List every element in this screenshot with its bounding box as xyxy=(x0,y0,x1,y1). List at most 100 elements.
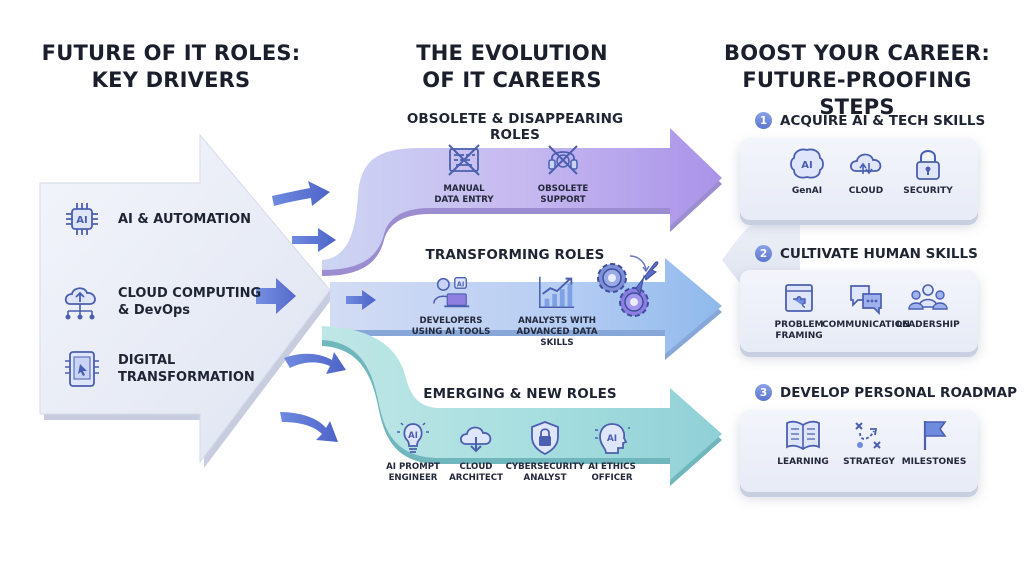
skill-label-line: COMMUNICATION xyxy=(822,320,910,330)
flag-icon xyxy=(914,416,954,454)
role-label-line: AI PROMPT xyxy=(386,462,440,472)
skill-problem-framing: PROBLEM FRAMING xyxy=(762,279,836,342)
role-label-line: ENGINEER xyxy=(388,473,438,483)
role-label-line: ANALYSTS WITH xyxy=(518,316,596,326)
strategy-play-icon xyxy=(849,416,889,454)
driver-label-line: CLOUD COMPUTING xyxy=(118,286,262,301)
drivers-big-arrow xyxy=(39,133,331,464)
career-column-title: BOOST YOUR CAREER: FUTURE-PROOFING STEPS xyxy=(712,40,1002,121)
step-number-badge: 1 xyxy=(755,112,772,129)
role-label-line: SUPPORT xyxy=(540,195,586,205)
ai-lightbulb-icon: AI xyxy=(392,418,434,458)
flow-arrow-bottom xyxy=(280,352,346,442)
role-ai-prompt-engineer: AI AI PROMPT ENGINEER xyxy=(358,418,468,484)
team-icon xyxy=(908,279,948,317)
driver-label-line: DIGITAL xyxy=(118,353,176,368)
role-manual-data-entry: MANUAL DATA ENTRY xyxy=(409,140,519,206)
growth-chart-icon xyxy=(536,272,578,312)
evolution-title-line-1: THE EVOLUTION xyxy=(416,41,608,65)
drivers-column-title: FUTURE OF IT ROLES: KEY DRIVERS xyxy=(40,40,302,94)
skill-label-line: CLOUD xyxy=(848,186,884,196)
role-label-line: ARCHITECT xyxy=(449,473,503,483)
skill-learning: LEARNING xyxy=(766,416,840,468)
career-title-line-2: FUTURE-PROOFING STEPS xyxy=(742,68,972,119)
step-2-header: 2 CULTIVATE HUMAN SKILLS xyxy=(755,245,978,262)
evolution-title-line-2: OF IT CAREERS xyxy=(422,68,602,92)
step-3-header: 3 DEVELOP PERSONAL ROADMAP xyxy=(755,384,1017,401)
drivers-title-line-1: FUTURE OF IT ROLES: xyxy=(41,41,301,65)
role-label-line: USING AI TOOLS xyxy=(411,327,491,337)
skill-label-line: GenAI xyxy=(791,186,823,196)
role-label-line: DEVELOPERS xyxy=(419,316,483,326)
role-cybersecurity-analyst: CYBERSECURITY ANALYST xyxy=(490,418,600,484)
driver-label-line: & DevOps xyxy=(118,303,191,318)
driver-ai-automation: AI AI & AUTOMATION xyxy=(60,197,251,241)
driver-label: CLOUD COMPUTING & DevOps xyxy=(118,285,261,319)
step-title: CULTIVATE HUMAN SKILLS xyxy=(780,245,978,262)
role-obsolete-support: OBSOLETE SUPPORT xyxy=(508,140,618,206)
skill-security: SECURITY xyxy=(891,145,965,197)
role-label-line: DATA ENTRY xyxy=(434,195,494,205)
skill-communication: COMMUNICATION xyxy=(822,279,910,331)
svg-text:AI: AI xyxy=(408,431,418,441)
puzzle-window-icon xyxy=(779,279,819,317)
skill-label-line: FRAMING xyxy=(775,331,823,341)
chat-bubbles-icon xyxy=(846,279,886,317)
step-title: ACQUIRE AI & TECH SKILLS xyxy=(780,112,986,129)
step-1-header: 1 ACQUIRE AI & TECH SKILLS xyxy=(755,112,985,129)
driver-label-line: AI & AUTOMATION xyxy=(118,211,252,227)
ai-head-icon: AI xyxy=(591,418,633,458)
skill-label-line: MILESTONES xyxy=(901,457,967,467)
skill-label-line: STRATEGY xyxy=(843,457,895,467)
driver-label: AI & AUTOMATION xyxy=(118,211,251,228)
cloud-download-icon xyxy=(455,418,497,458)
svg-text:AI: AI xyxy=(457,280,465,288)
role-analysts-data-skills: ANALYSTS WITH ADVANCED DATA SKILLS xyxy=(502,272,612,349)
skill-leadership: LEADERSHIP xyxy=(891,279,965,331)
skill-cloud: CLOUD xyxy=(829,145,903,197)
role-label-line: MANUAL xyxy=(443,184,485,194)
step-number-badge: 2 xyxy=(755,245,772,262)
driver-label-line: TRANSFORMATION xyxy=(118,370,255,385)
crossed-keyboard-icon xyxy=(443,140,485,180)
skill-label-line: SECURITY xyxy=(903,186,953,196)
role-cloud-architect: CLOUD ARCHITECT xyxy=(421,418,531,484)
skill-milestones: MILESTONES xyxy=(897,416,971,468)
developer-laptop-icon: AI xyxy=(430,272,472,312)
drivers-title-line-2: KEY DRIVERS xyxy=(91,68,251,92)
step-title: DEVELOP PERSONAL ROADMAP xyxy=(780,384,1017,401)
skill-label-line: LEADERSHIP xyxy=(896,320,960,330)
obsolete-roles-title: OBSOLETE & DISAPPEARING ROLES xyxy=(406,111,624,143)
cloud-sync-icon xyxy=(846,145,886,183)
ai-brain-icon: AI xyxy=(787,145,827,183)
emerging-roles-title: EMERGING & NEW ROLES xyxy=(423,386,617,402)
role-label-line: OBSOLETE xyxy=(537,184,589,194)
skill-strategy: STRATEGY xyxy=(832,416,906,468)
evolution-column-title: THE EVOLUTION OF IT CAREERS xyxy=(392,40,632,94)
skill-label-line: LEARNING xyxy=(777,457,829,467)
role-label-line: CLOUD xyxy=(459,462,493,472)
svg-text:AI: AI xyxy=(607,434,617,444)
role-label-line: CYBERSECURITY xyxy=(505,462,585,472)
skill-label-line: PROBLEM xyxy=(774,320,824,330)
tablet-cursor-icon xyxy=(60,347,104,391)
role-label-line: ADVANCED DATA SKILLS xyxy=(516,327,598,348)
role-ai-ethics-officer: AI AI ETHICS OFFICER xyxy=(557,418,667,484)
career-title-line-1: BOOST YOUR CAREER: xyxy=(723,41,990,65)
cloud-network-icon xyxy=(60,280,104,324)
obsolete-roles-band xyxy=(322,128,722,270)
step-2-card xyxy=(740,270,978,352)
flow-arrow-top xyxy=(272,181,336,252)
role-developers-ai-tools: AI DEVELOPERS USING AI TOOLS xyxy=(396,272,506,338)
gears-wrench-icon xyxy=(590,250,662,328)
role-label-line: ANALYST xyxy=(523,473,567,483)
svg-text:AI: AI xyxy=(801,160,812,171)
role-label-line: AI ETHICS xyxy=(588,462,636,472)
role-label-line: OFFICER xyxy=(591,473,633,483)
skill-genai: AI GenAI xyxy=(770,145,844,197)
svg-text:AI: AI xyxy=(76,215,87,226)
flow-arrow-middle xyxy=(256,278,376,314)
open-book-icon xyxy=(783,416,823,454)
shield-lock-icon xyxy=(524,418,566,458)
transforming-roles-title: TRANSFORMING ROLES xyxy=(425,247,605,263)
